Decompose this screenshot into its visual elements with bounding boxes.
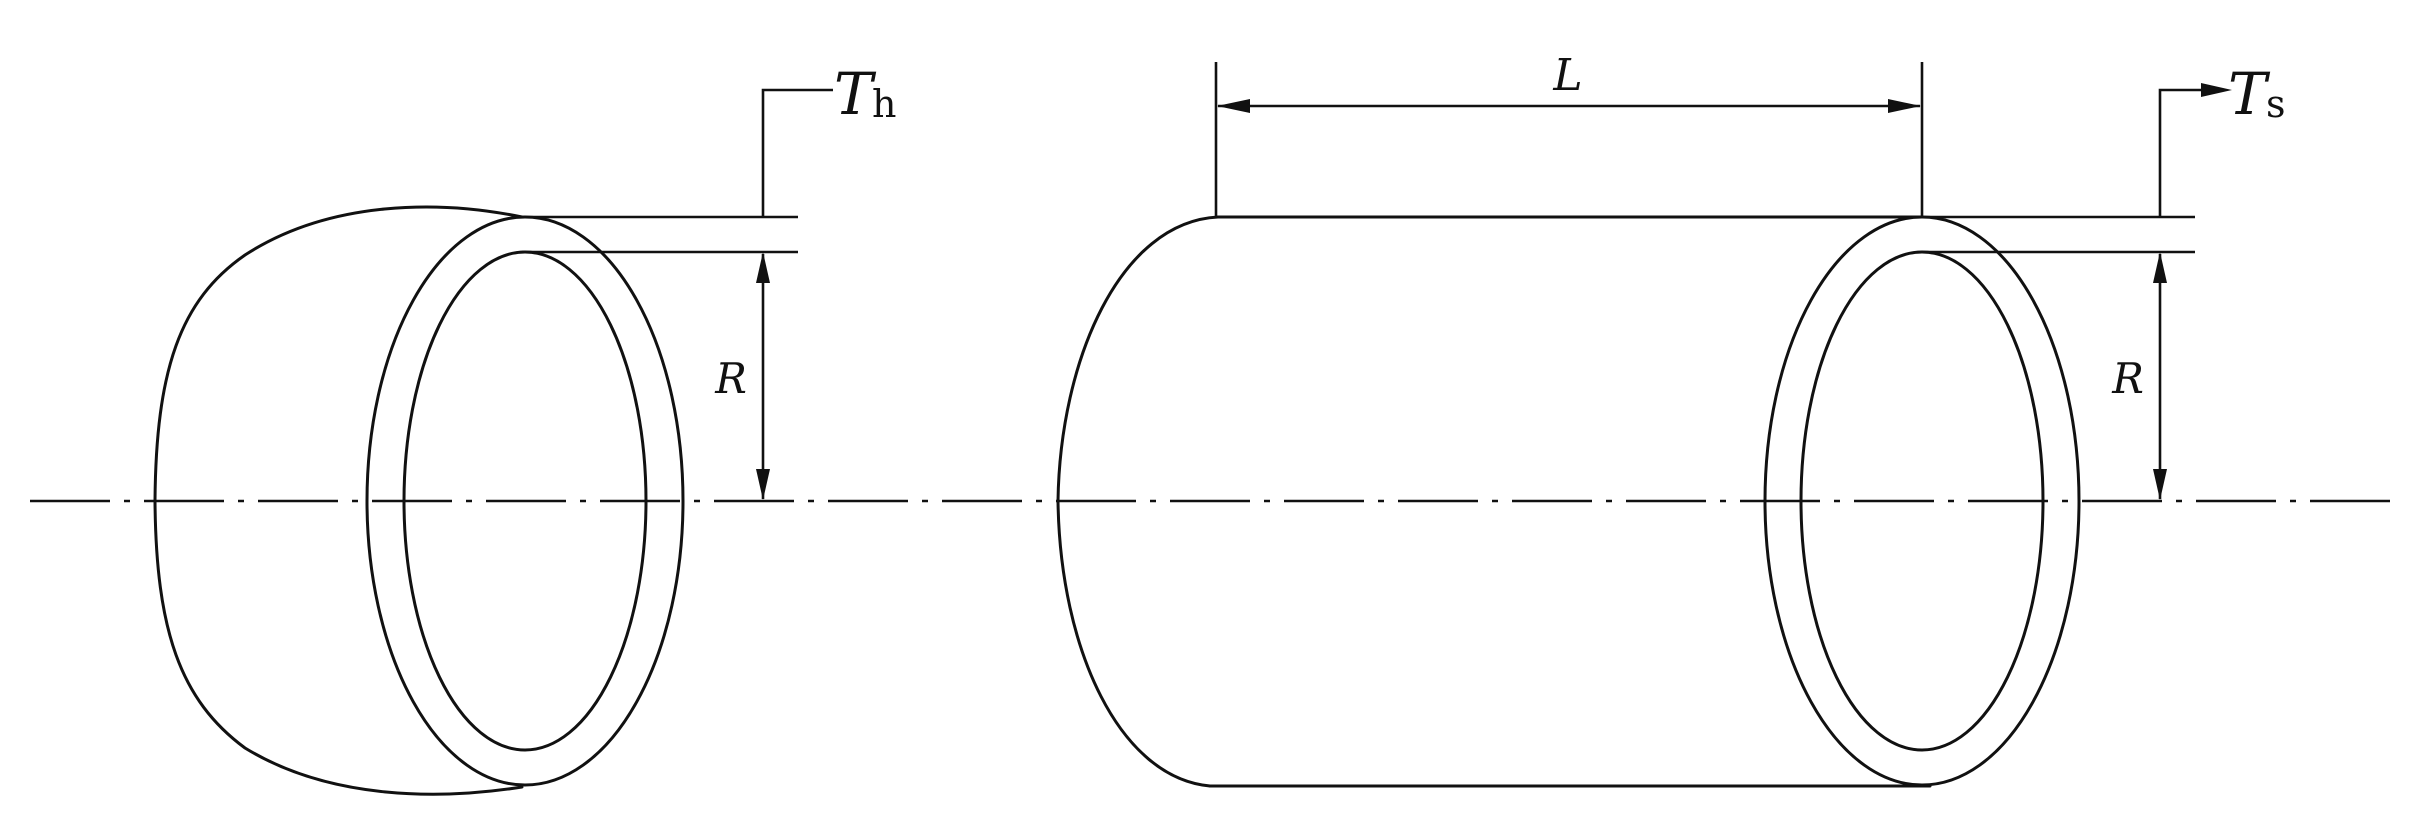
shell-radius-arrow-bottom bbox=[2153, 469, 2167, 500]
head-radius-arrow-bottom bbox=[756, 469, 770, 500]
vessel-shell bbox=[1056, 62, 2232, 788]
shell-thickness-subscript: s bbox=[2266, 82, 2286, 126]
head-thickness-label: T bbox=[834, 60, 877, 128]
vessel-head bbox=[153, 88, 833, 796]
head-radius-arrow-top bbox=[756, 252, 770, 283]
length-arrow-left bbox=[1217, 99, 1250, 113]
shell-thickness-leader bbox=[2158, 88, 2203, 217]
shell-radius-arrow-top bbox=[2153, 252, 2167, 283]
shell-thickness-label: T bbox=[2228, 60, 2271, 128]
shell-left-end bbox=[1056, 215, 1220, 788]
shell-radius-label: R bbox=[2111, 354, 2144, 403]
shell-thickness-leader-arrow bbox=[2201, 83, 2232, 97]
length-label: L bbox=[1552, 50, 1582, 101]
head-thickness-leader bbox=[761, 88, 833, 217]
length-arrow-right bbox=[1888, 99, 1921, 113]
head-radius-label: R bbox=[714, 354, 747, 403]
head-dome-outline bbox=[153, 205, 524, 796]
head-thickness-subscript: h bbox=[872, 82, 896, 126]
